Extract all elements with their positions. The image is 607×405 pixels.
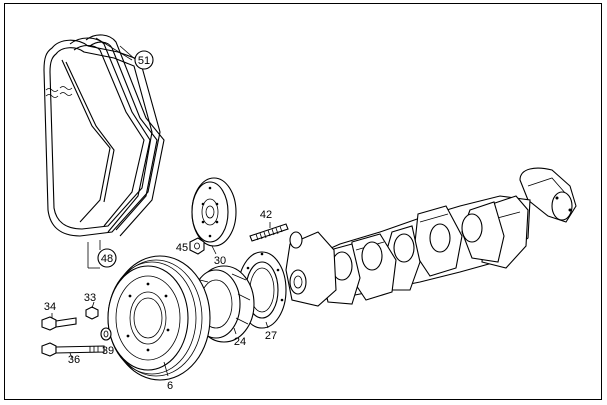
stud bbox=[249, 222, 289, 242]
bolt-set bbox=[41, 301, 112, 359]
callout-damper: 30 bbox=[214, 255, 226, 267]
vibration-damper bbox=[191, 177, 237, 255]
crank-pulley bbox=[107, 255, 211, 381]
nut bbox=[189, 237, 205, 255]
callout-bolt-long: 36 bbox=[68, 354, 80, 366]
callout-washer: 39 bbox=[102, 345, 114, 357]
callout-pulley: 6 bbox=[167, 380, 173, 392]
callout-bolt-b: 33 bbox=[84, 292, 96, 304]
callout-belt-set: 48 bbox=[101, 253, 113, 265]
v-belt-group bbox=[43, 34, 165, 269]
callout-bolt-a: 34 bbox=[44, 301, 56, 313]
callout-stud: 42 bbox=[260, 209, 272, 221]
callout-circle-51 bbox=[134, 50, 154, 70]
callout-belt: 51 bbox=[138, 55, 150, 67]
callout-circle-48 bbox=[97, 248, 117, 268]
callout-hub: 24 bbox=[234, 336, 246, 348]
crankshaft bbox=[285, 167, 577, 307]
callout-nut: 45 bbox=[176, 242, 188, 254]
callout-seal-carrier: 27 bbox=[265, 330, 277, 342]
